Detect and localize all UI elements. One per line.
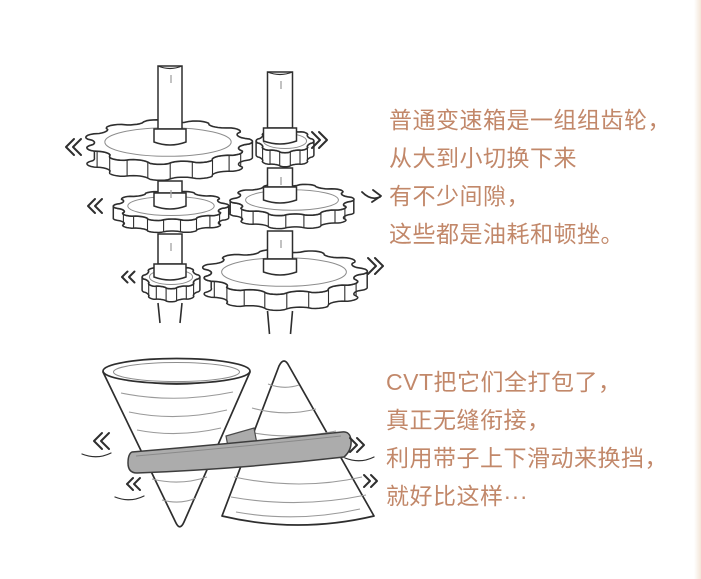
caption-line: 就好比这样··· <box>386 483 528 509</box>
spin-arrow-left-upper <box>81 432 112 458</box>
caption-top: 普通变速箱是一组组齿轮， 从大到小切换下来 有不少间隙， 这些都是油耗和顿挫。 <box>389 101 671 253</box>
gearbox-rotation-arrows <box>65 131 384 284</box>
shaft-right-lower <box>262 230 298 276</box>
shaft-left-top <box>153 65 187 146</box>
cvt-belt-top-highlight <box>135 435 342 457</box>
shaft-right-mid <box>262 167 298 204</box>
rotation-arrow-left-bottom <box>121 270 136 284</box>
cvt-belt <box>127 431 352 474</box>
caption-line: 这些都是油耗和顿挫。 <box>389 221 624 247</box>
caption-line: 从大到小切换下来 <box>389 145 577 171</box>
shaft-left-lower <box>153 233 187 281</box>
rotation-arrow-left-mid <box>87 198 103 214</box>
spin-arrow-left-lower <box>114 477 145 501</box>
cvt-rotation-arrows <box>81 432 378 501</box>
left-cone-sketch-lines <box>120 391 234 503</box>
cvt-belt-band <box>127 431 352 474</box>
shaft-left-mid <box>153 180 187 210</box>
shaft-right-stub <box>266 310 294 335</box>
caption-bottom: CVT把它们全打包了， 真正无缝衔接， 利用带子上下滑动来换挡， 就好比这样··… <box>386 363 668 515</box>
shaft-right-top <box>262 71 298 145</box>
left-cone-rim-inner <box>113 362 240 382</box>
cvt-illustration <box>102 357 375 528</box>
spin-arrow-right-lower <box>363 474 378 488</box>
spin-arrow-right-upper <box>344 437 375 462</box>
rotation-arrow-right-top <box>311 131 328 149</box>
gearbox-illustration <box>85 65 369 335</box>
caption-line: 真正无缝衔接， <box>386 407 551 433</box>
shaft-left-stub <box>157 302 183 324</box>
caption-line: 有不少间隙， <box>389 183 530 209</box>
caption-line: 普通变速箱是一组组齿轮， <box>389 107 671 133</box>
right-cone-sketch-lines <box>230 383 367 518</box>
rotation-arrow-right-bottom <box>367 257 384 275</box>
caption-line: 利用带子上下滑动来换挡， <box>386 445 668 471</box>
caption-line: CVT把它们全打包了， <box>386 369 622 395</box>
rotation-arrow-left-top <box>65 138 82 156</box>
rotation-arrow-right-mid <box>361 189 382 203</box>
